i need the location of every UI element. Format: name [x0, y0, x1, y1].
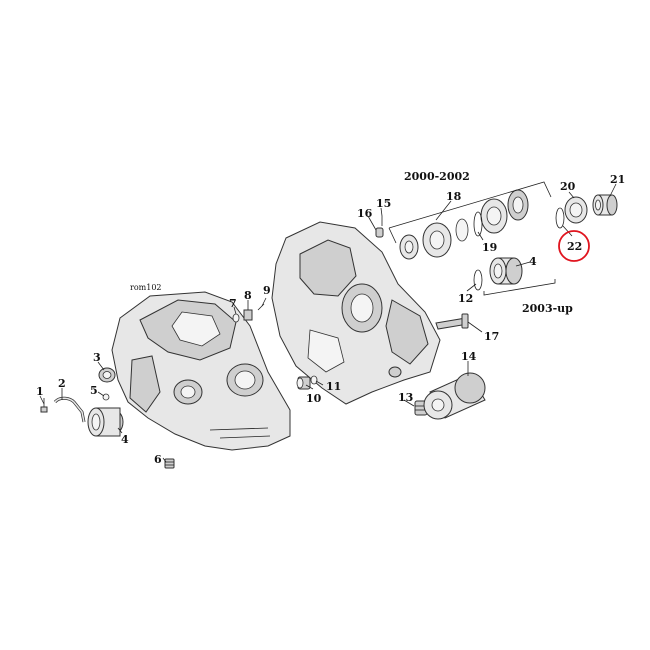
- part-12-ring: [473, 269, 483, 291]
- callout-22: 22: [567, 240, 582, 253]
- callout-19: 19: [482, 241, 497, 254]
- callout-15: 15: [376, 197, 391, 210]
- part-6-plug: [164, 458, 175, 469]
- bracket-2003-up: [483, 279, 556, 296]
- part-21-bearing: [592, 194, 618, 216]
- part-4-right-bearing: [489, 257, 523, 285]
- reference-code: rom102: [130, 283, 162, 292]
- callout-13: 13: [398, 391, 413, 404]
- callout-16: 16: [357, 207, 373, 220]
- part-16-dowel: [375, 227, 384, 238]
- callout-14: 14: [461, 350, 477, 363]
- part-2-tube: [53, 396, 86, 423]
- callout-3: 3: [93, 351, 101, 364]
- callout-7: 7: [229, 297, 237, 310]
- callout-4-right: 4: [529, 255, 537, 268]
- part-8-fitting: [243, 309, 253, 321]
- part-5-washer: [102, 393, 110, 401]
- callout-12: 12: [458, 292, 473, 305]
- callout-20: 20: [560, 180, 576, 193]
- part-22-washer: [555, 207, 565, 229]
- callout-10: 10: [306, 392, 322, 405]
- part-3-seal: [98, 367, 116, 383]
- callout-8: 8: [244, 289, 252, 302]
- part-1-screw: [40, 398, 48, 413]
- callout-18: 18: [446, 190, 462, 203]
- leader-lines: [39, 183, 617, 463]
- callout-6: 6: [154, 453, 162, 466]
- part-10-fitting: [296, 376, 311, 390]
- callout-9: 9: [263, 284, 271, 297]
- part-18-bearing-stack: [399, 189, 529, 260]
- part-11-oring: [310, 375, 318, 385]
- year-range-early: 2000-2002: [404, 170, 470, 183]
- part-17-shaft: [435, 313, 469, 330]
- part-4-left-bearing: [87, 407, 124, 437]
- part-14-oil-filter: [423, 372, 486, 420]
- highlight-circle: [558, 230, 590, 262]
- part-20-bearing-race: [564, 196, 588, 224]
- callout-17: 17: [484, 330, 499, 343]
- callout-2: 2: [58, 377, 66, 390]
- right-crankcase-half: [271, 221, 441, 405]
- part-7-ring: [232, 313, 240, 323]
- part-19-ring: [473, 211, 483, 237]
- callout-4-left: 4: [121, 433, 129, 446]
- callout-21: 21: [610, 173, 625, 186]
- year-range-late: 2003-up: [522, 302, 573, 315]
- callout-5: 5: [90, 384, 98, 397]
- bracket-2000-2002: [388, 181, 552, 244]
- callout-11: 11: [326, 380, 341, 393]
- callout-1: 1: [36, 385, 44, 398]
- part-9-pin: [257, 303, 265, 311]
- left-crankcase-half: [111, 291, 291, 451]
